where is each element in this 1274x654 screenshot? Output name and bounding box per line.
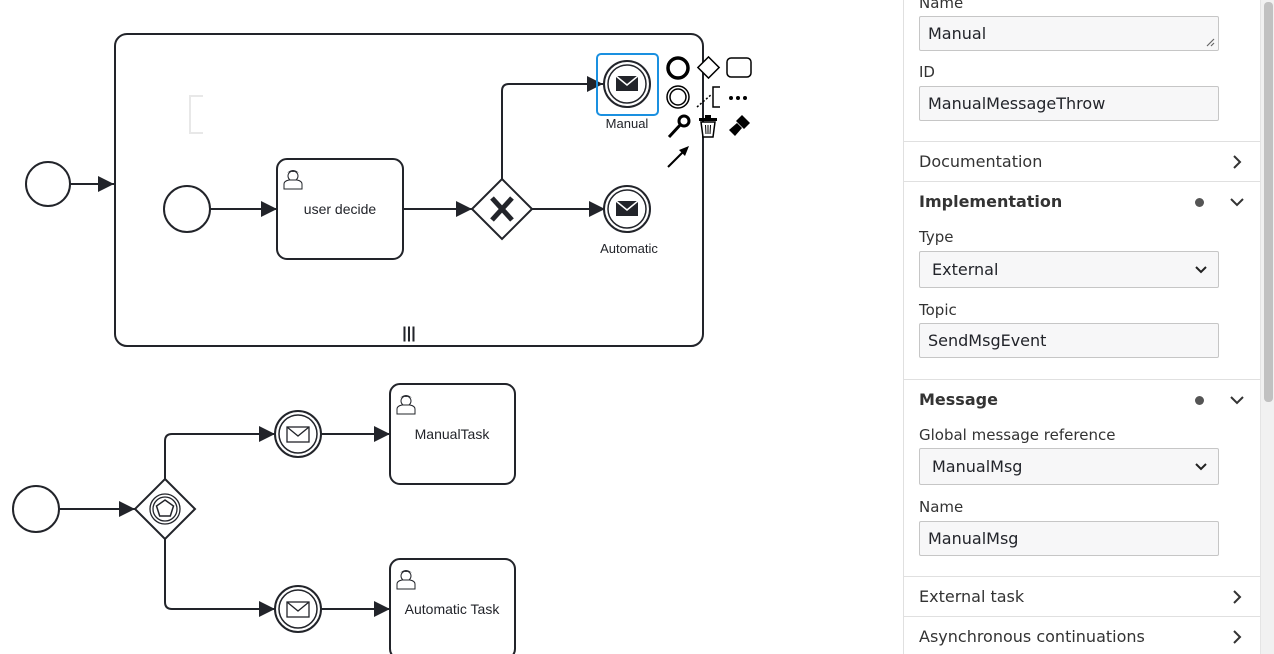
topic-label: Topic: [919, 301, 957, 319]
pentagon-icon: [155, 499, 175, 517]
panel-scrollbar[interactable]: [1260, 0, 1274, 654]
topic-input[interactable]: SendMsgEvent: [919, 323, 1219, 358]
envelope-icon: [286, 601, 310, 618]
chevron-down-icon: [1195, 266, 1207, 274]
group-async-continuations[interactable]: Asynchronous continuations: [904, 616, 1260, 654]
event-label-automatic: Automatic: [600, 241, 658, 256]
message-throw-event-automatic[interactable]: [603, 185, 651, 233]
color-icon[interactable]: [729, 115, 750, 136]
chevron-right-icon: [1233, 155, 1242, 169]
diagram-svg[interactable]: ||| user decide Manual Automatic: [0, 0, 903, 654]
properties-panel: Name Manual ID ManualMessageThrow Docume…: [903, 0, 1274, 654]
exclusive-gateway[interactable]: [470, 177, 534, 241]
delete-icon[interactable]: [699, 115, 717, 138]
message-name-value: ManualMsg: [928, 529, 1019, 548]
user-task-automatic[interactable]: Automatic Task: [389, 558, 516, 654]
bpmn-canvas[interactable]: ||| user decide Manual Automatic: [0, 0, 903, 654]
group-implementation[interactable]: Implementation: [904, 181, 1260, 221]
message-catch-event-manual[interactable]: [274, 410, 322, 458]
global-message-label: Global message reference: [919, 426, 1116, 444]
topic-value: SendMsgEvent: [928, 331, 1047, 350]
sequence-flow[interactable]: [501, 76, 603, 179]
start-event-top[interactable]: [25, 161, 71, 207]
group-message[interactable]: Message: [904, 379, 1260, 419]
context-pad[interactable]: [666, 55, 752, 168]
scrollbar-thumb[interactable]: [1264, 2, 1273, 402]
event-based-gateway[interactable]: [133, 477, 197, 541]
text-annotation-icon[interactable]: [696, 86, 720, 108]
chevron-right-icon: [1233, 590, 1242, 604]
type-value: External: [932, 260, 999, 279]
intermediate-event-icon[interactable]: [666, 85, 690, 109]
name-value: Manual: [928, 24, 987, 43]
selection-outline: [596, 53, 659, 116]
group-documentation[interactable]: Documentation: [904, 141, 1260, 181]
group-title: Documentation: [919, 152, 1043, 171]
event-label-manual: Manual: [606, 116, 649, 131]
task-label: Automatic Task: [405, 601, 501, 617]
envelope-icon: [615, 75, 639, 92]
group-title: Implementation: [919, 192, 1063, 211]
group-title: Asynchronous continuations: [919, 627, 1145, 646]
message-catch-event-automatic[interactable]: [274, 585, 322, 633]
data-indicator-dot: [1195, 396, 1204, 405]
multi-instance-marker: |||: [402, 325, 415, 342]
task-label: user decide: [304, 201, 377, 217]
chevron-down-icon: [1230, 396, 1244, 405]
more-icon[interactable]: [729, 96, 747, 100]
change-type-icon[interactable]: [667, 114, 691, 139]
group-title: External task: [919, 587, 1025, 606]
chevron-right-icon: [1233, 630, 1242, 644]
message-throw-event-manual[interactable]: [603, 60, 651, 108]
data-indicator-dot: [1195, 198, 1204, 207]
id-input[interactable]: ManualMessageThrow: [919, 86, 1219, 121]
envelope-icon: [286, 426, 310, 443]
group-external-task[interactable]: External task: [904, 576, 1260, 616]
subprocess[interactable]: [114, 33, 704, 347]
global-message-select[interactable]: ManualMsg: [919, 448, 1219, 485]
chevron-down-icon: [1195, 463, 1207, 471]
message-name-label: Name: [919, 498, 964, 516]
start-event-bottom[interactable]: [12, 485, 60, 533]
user-task-manual[interactable]: ManualTask: [389, 383, 516, 485]
resize-grip-icon[interactable]: [1206, 38, 1215, 47]
text-annotation-ghost: [189, 95, 203, 134]
envelope-icon: [615, 200, 639, 217]
sequence-flow[interactable]: [164, 539, 275, 617]
end-event-icon[interactable]: [666, 56, 690, 80]
gateway-icon[interactable]: [696, 55, 721, 80]
id-label: ID: [919, 63, 935, 81]
type-label: Type: [919, 228, 954, 246]
chevron-down-icon: [1230, 198, 1244, 207]
connect-icon[interactable]: [667, 146, 689, 168]
group-title: Message: [919, 390, 998, 409]
message-name-input[interactable]: ManualMsg: [919, 521, 1219, 556]
sequence-flow[interactable]: [164, 426, 275, 479]
type-select[interactable]: External: [919, 251, 1219, 288]
name-textarea[interactable]: Manual: [919, 16, 1219, 51]
x-icon: [490, 196, 514, 222]
name-label: Name: [919, 0, 964, 12]
task-label: ManualTask: [415, 426, 491, 442]
start-event-inner[interactable]: [163, 185, 211, 233]
task-icon[interactable]: [726, 57, 752, 78]
id-value: ManualMessageThrow: [928, 94, 1106, 113]
global-message-value: ManualMsg: [932, 457, 1023, 476]
user-task-user-decide[interactable]: user decide: [276, 158, 404, 260]
